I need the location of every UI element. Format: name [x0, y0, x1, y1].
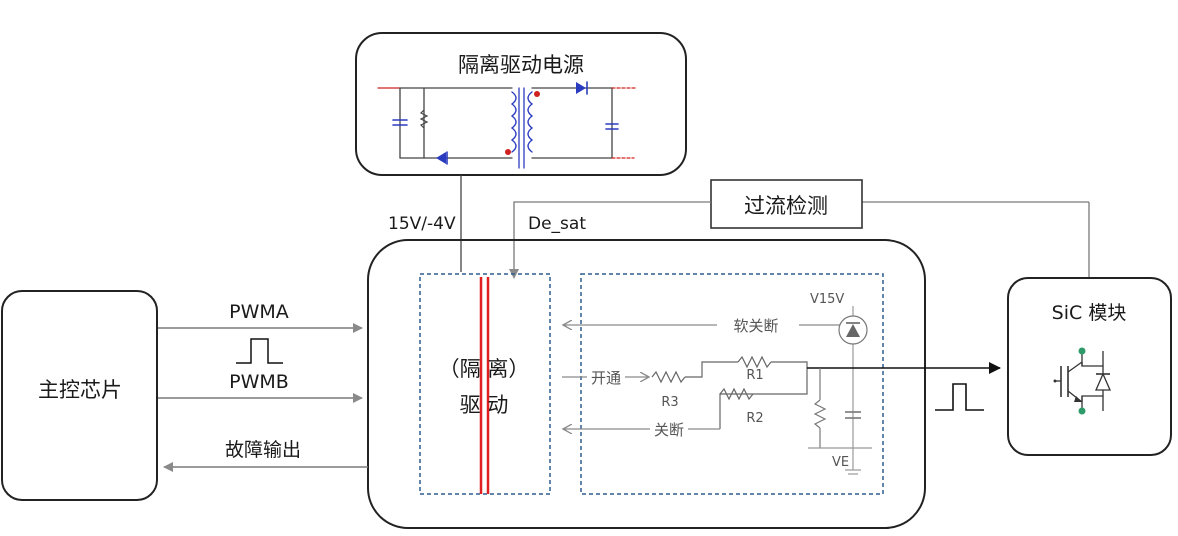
power-supply-title: 隔离驱动电源: [458, 53, 584, 77]
main-chip-title: 主控芯片: [38, 378, 122, 402]
r1-resistor: [737, 355, 772, 369]
sic-module-title: SiC 模块: [1052, 302, 1127, 324]
igbt-diode-icon: [1053, 347, 1111, 415]
pwmb-label: PWMB: [229, 371, 289, 393]
r2-label: R2: [746, 411, 763, 426]
v15v-label: V15V: [810, 292, 844, 307]
overcurrent-detection: 过流检测 De_sat: [509, 179, 1090, 279]
pwma-label: PWMA: [229, 301, 289, 323]
supply-voltage-label: 15V/-4V: [388, 214, 456, 234]
isolated-driver-label-1: （隔 离）: [439, 357, 530, 381]
overcurrent-title: 过流检测: [744, 194, 828, 218]
power-supply-block: 隔离驱动电源: [355, 32, 687, 176]
turn-on-label: 开通: [591, 369, 621, 387]
pwm-pulse-icon: [236, 338, 283, 364]
main-chip-box: [1, 290, 158, 501]
transformer-schematic: [377, 81, 637, 169]
soft-off-label: 软关断: [733, 317, 778, 335]
isolated-driver-label-2: 驱 动: [460, 393, 509, 417]
output-pulse-icon: [935, 383, 984, 411]
r3-label: R3: [661, 395, 678, 410]
overcurrent-box: [710, 179, 863, 229]
ve-label: VE: [832, 455, 849, 470]
output-stage-block: [580, 273, 884, 495]
turn-off-label: 关断: [654, 421, 684, 439]
driver-main-box: [367, 239, 926, 529]
isolated-driver-block: [419, 273, 551, 495]
power-supply-box: [355, 32, 687, 176]
desat-label: De_sat: [528, 214, 586, 234]
r1-label: R1: [746, 368, 763, 383]
fault-output-label: 故障输出: [225, 439, 301, 461]
output-stage-schematic: 软关断 V15V 开通 R3 R1 R2 关断 VE: [562, 292, 1001, 475]
r2-resistor: [719, 387, 754, 401]
r3-resistor: [651, 370, 686, 384]
